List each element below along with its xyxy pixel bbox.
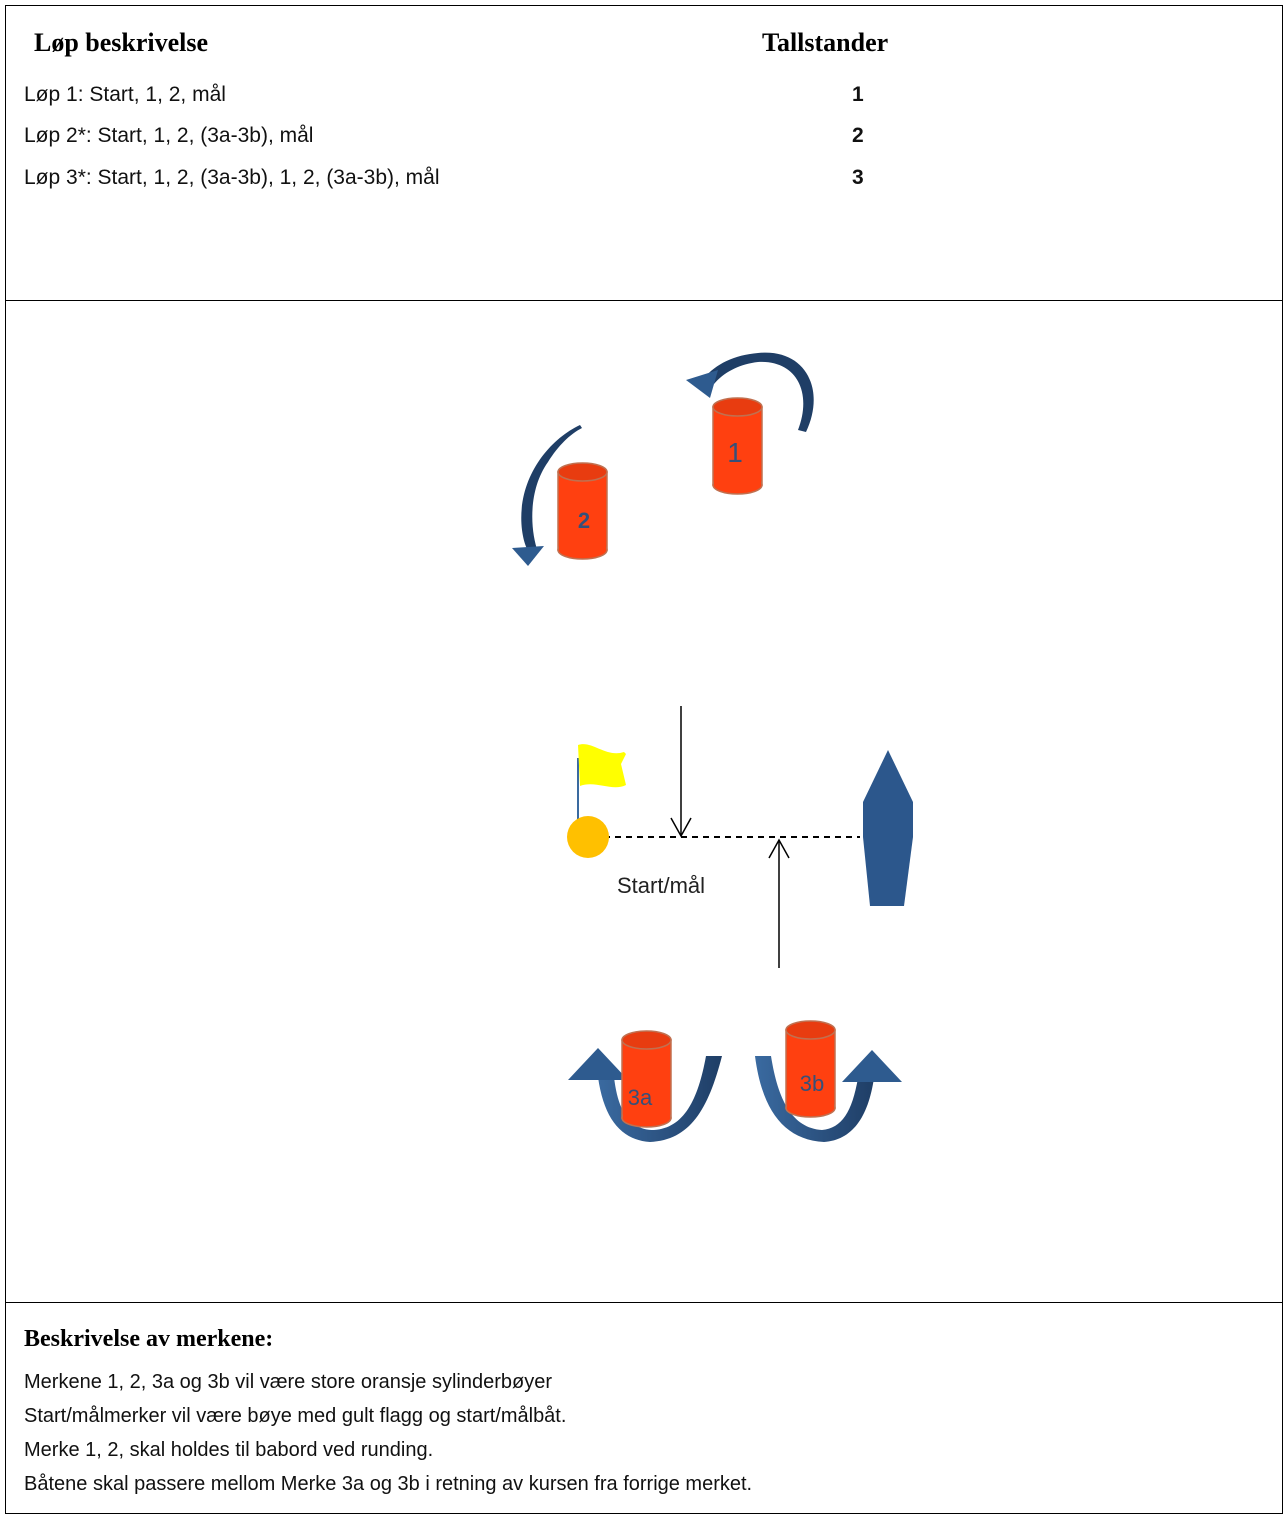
section-divider-bottom [5,1302,1283,1303]
start-finish-label: Start/mål [617,873,705,898]
marks-line-1: Merkene 1, 2, 3a og 3b vil være store or… [24,1371,553,1393]
mark-1-label: 1 [727,437,743,468]
mark-2-buoy: 2 [557,462,608,560]
section-divider-top [5,300,1283,301]
marks-section-title: Beskrivelse av merkene: [24,1326,274,1352]
mark-3b-label: 3b [800,1071,824,1096]
race-2-number: 2 [852,124,864,147]
rounding-arrow-mark-2 [512,425,582,566]
rounding-arrow-mark-1 [686,352,814,432]
mark-3b-buoy: 3b [785,1020,836,1118]
race-3-number: 3 [852,166,864,189]
committee-boat [863,750,913,906]
race-1-number: 1 [852,83,864,106]
race-1-description: Løp 1: Start, 1, 2, mål [24,83,226,106]
start-buoy-with-flag [567,744,626,858]
header-number-stand: Tallstander [762,28,889,57]
marks-line-3: Merke 1, 2, skal holdes til babord ved r… [24,1439,434,1461]
header-race-description: Løp beskrivelse [34,28,209,57]
marks-line-4: Båtene skal passere mellom Merke 3a og 3… [24,1473,753,1495]
mark-3a-buoy: 3a [621,1030,672,1128]
mark-3a-label: 3a [628,1085,653,1110]
race-3-description: Løp 3*: Start, 1, 2, (3a-3b), 1, 2, (3a-… [24,166,440,189]
mark-2-label: 2 [578,508,590,533]
race-2-description: Løp 2*: Start, 1, 2, (3a-3b), mål [24,124,314,147]
mark-1-buoy: 1 [712,397,763,495]
gate-arrow-mark-3b [755,1050,902,1142]
arrow-down-to-finish [670,706,692,838]
marks-line-2: Start/målmerker vil være bøye med gult f… [24,1405,567,1427]
arrow-up-from-start [768,838,790,968]
